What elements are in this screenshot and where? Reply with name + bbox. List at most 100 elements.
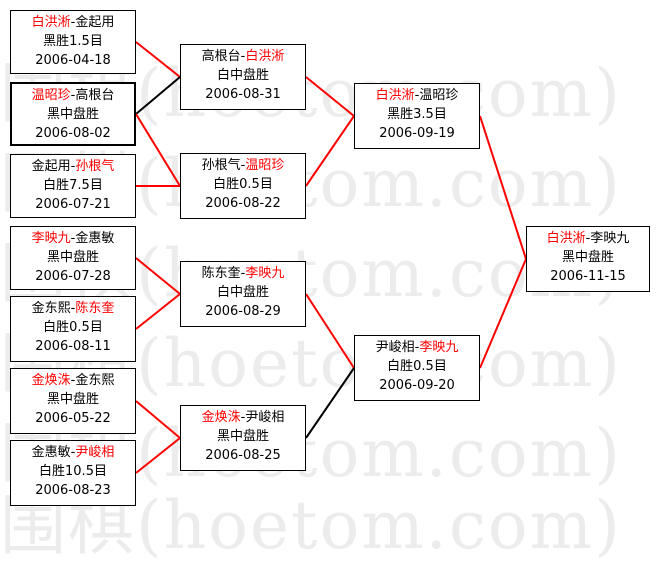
- match-result: 白胜7.5目: [43, 178, 103, 193]
- player-one: 金焕洙: [31, 373, 71, 388]
- connector-r1m7-r2m4: [135, 437, 181, 474]
- match-result: 黑胜3.5目: [387, 107, 447, 122]
- connector-r2m1-r3m1: [305, 76, 355, 117]
- match-date: 2006-08-31: [205, 87, 281, 102]
- vs-separator: -: [585, 231, 591, 246]
- match-players: 白洪淅-温昭珍: [355, 86, 479, 105]
- vs-separator: -: [70, 301, 76, 316]
- match-date: 2006-08-29: [205, 304, 281, 319]
- match-box-r2m3: 陈东奎-李映九白中盘胜 2006-08-29: [180, 261, 306, 327]
- player-two: 金惠敏: [75, 231, 115, 246]
- player-two: 高根台: [75, 88, 115, 103]
- vs-separator: -: [240, 266, 246, 281]
- bracket-lines: [135, 41, 527, 474]
- match-date: 2006-04-18: [35, 53, 111, 68]
- player-two: 温昭珍: [245, 158, 285, 173]
- match-date: 2006-07-28: [35, 269, 111, 284]
- player-two: 陈东奎: [75, 301, 115, 316]
- player-two: 孙根气: [75, 159, 115, 174]
- match-date: 2006-07-21: [35, 197, 111, 212]
- vs-separator: -: [70, 231, 76, 246]
- match-players: 金东熙-陈东奎: [11, 299, 135, 318]
- player-two: 尹峻相: [245, 410, 285, 425]
- player-two: 金东熙: [75, 373, 115, 388]
- player-one: 白洪淅: [546, 231, 586, 246]
- player-two: 李映九: [419, 340, 459, 355]
- match-box-r1m1: 白洪淅-金起用黑胜1.5目 2006-04-18: [10, 10, 136, 74]
- player-two: 温昭珍: [419, 88, 459, 103]
- vs-separator: -: [70, 15, 76, 30]
- match-players: 李映九-金惠敏: [11, 229, 135, 248]
- vs-separator: -: [70, 159, 76, 174]
- match-result: 白胜0.5目: [213, 177, 273, 192]
- connector-r1m6-r2m4: [135, 400, 181, 439]
- player-one: 金焕洙: [201, 410, 241, 425]
- match-players: 温昭珍-高根台: [12, 86, 134, 105]
- match-result: 白中盘胜: [216, 285, 269, 300]
- connector-r1m2-r2m2: [135, 113, 181, 187]
- match-box-r3m1: 白洪淅-温昭珍黑胜3.5目 2006-09-19: [354, 83, 480, 149]
- match-date: 2006-08-11: [35, 339, 111, 354]
- match-players: 白洪淅-金起用: [11, 13, 135, 32]
- match-result: 白胜0.5目: [387, 359, 447, 374]
- match-players: 金惠敏-尹峻相: [11, 443, 135, 462]
- match-result: 黑中盘胜: [46, 107, 99, 122]
- match-box-r1m7: 金惠敏-尹峻相白胜10.5目 2006-08-23: [10, 440, 136, 506]
- match-result: 黑中盘胜: [216, 429, 269, 444]
- connector-r2m4-r3m2: [305, 367, 355, 439]
- match-box-r2m1: 高根台-白洪淅白中盘胜 2006-08-31: [180, 44, 306, 110]
- match-date: 2006-08-25: [205, 448, 281, 463]
- player-one: 陈东奎: [201, 266, 241, 281]
- connector-r3m1-final: [479, 115, 527, 260]
- player-one: 金东熙: [31, 301, 71, 316]
- match-result: 黑胜1.5目: [43, 34, 103, 49]
- match-result: 白胜10.5目: [39, 464, 107, 479]
- match-players: 金起用-孙根气: [11, 157, 135, 176]
- match-date: 2006-09-19: [379, 126, 455, 141]
- match-box-final: 白洪淅-李映九黑中盘胜 2006-11-15: [526, 226, 650, 292]
- player-two: 李映九: [245, 266, 285, 281]
- match-result: 白胜0.5目: [43, 320, 103, 335]
- player-two: 李映九: [590, 231, 630, 246]
- match-players: 白洪淅-李映九: [527, 229, 649, 248]
- vs-separator: -: [240, 49, 246, 64]
- connector-r1m1-r2m1: [135, 41, 181, 78]
- match-date: 2006-05-22: [35, 411, 111, 426]
- match-box-r1m5: 金东熙-陈东奎白胜0.5目 2006-08-11: [10, 296, 136, 362]
- match-result: 白中盘胜: [216, 68, 269, 83]
- vs-separator: -: [70, 88, 76, 103]
- player-one: 金惠敏: [31, 445, 71, 460]
- player-one: 温昭珍: [31, 88, 71, 103]
- player-two: 白洪淅: [245, 49, 285, 64]
- match-result: 黑中盘胜: [46, 392, 99, 407]
- match-result: 黑中盘胜: [561, 250, 614, 265]
- player-one: 高根台: [201, 49, 241, 64]
- vs-separator: -: [70, 445, 76, 460]
- match-date: 2006-09-20: [379, 378, 455, 393]
- connector-r1m5-r2m3: [135, 293, 181, 330]
- vs-separator: -: [414, 88, 420, 103]
- match-players: 高根台-白洪淅: [181, 47, 305, 66]
- connector-r2m2-r3m1: [305, 115, 355, 187]
- player-two: 金起用: [75, 15, 115, 30]
- match-date: 2006-08-23: [35, 483, 111, 498]
- match-players: 陈东奎-李映九: [181, 264, 305, 283]
- vs-separator: -: [414, 340, 420, 355]
- match-date: 2006-11-15: [550, 269, 626, 284]
- match-date: 2006-08-22: [205, 196, 281, 211]
- match-box-r1m3: 金起用-孙根气白胜7.5目 2006-07-21: [10, 154, 136, 218]
- match-players: 金焕洙-尹峻相: [181, 408, 305, 427]
- vs-separator: -: [240, 410, 246, 425]
- player-one: 白洪淅: [31, 15, 71, 30]
- player-one: 李映九: [31, 231, 71, 246]
- match-box-r2m4: 金焕洙-尹峻相黑中盘胜 2006-08-25: [180, 405, 306, 471]
- match-players: 金焕洙-金东熙: [11, 371, 135, 390]
- connector-r1m2-r2m1: [135, 76, 181, 115]
- connector-r2m3-r3m2: [305, 293, 355, 369]
- connector-r3m2-final: [479, 258, 527, 369]
- vs-separator: -: [240, 158, 246, 173]
